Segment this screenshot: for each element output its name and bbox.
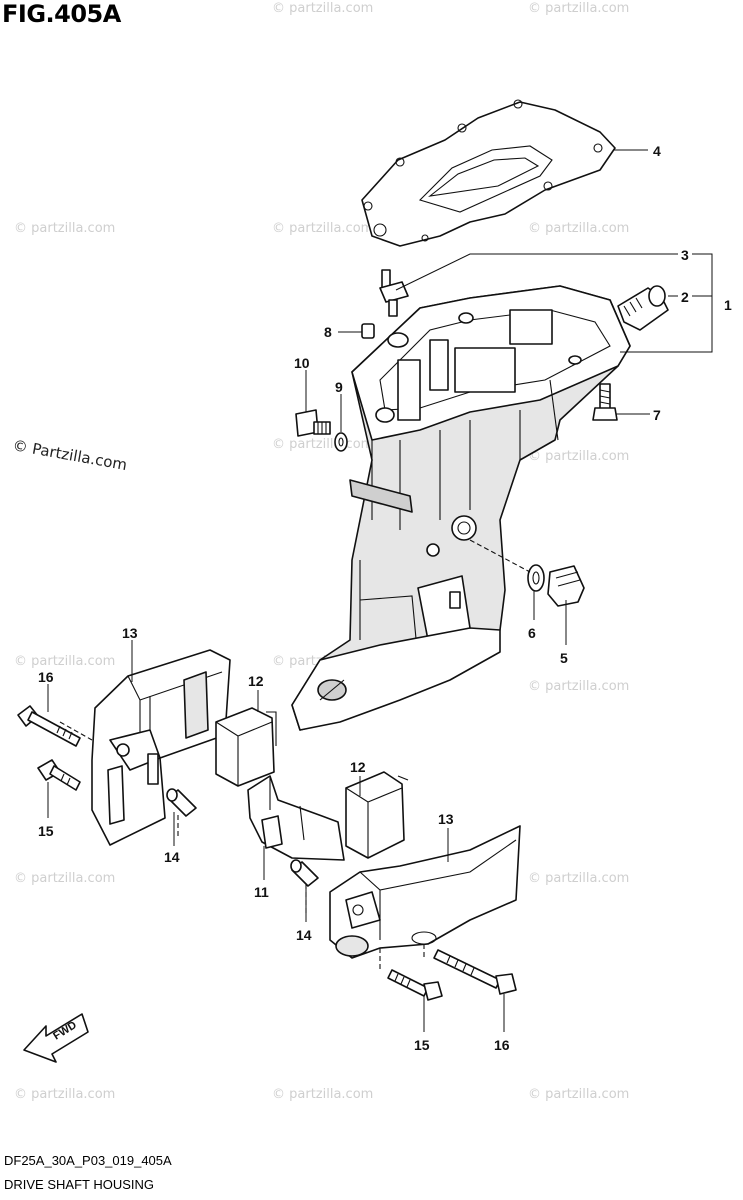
callout-6: 6 bbox=[528, 625, 536, 641]
part-3-pipe-pin bbox=[379, 269, 409, 317]
callout-4: 4 bbox=[653, 143, 661, 159]
part-14-dowel-lower bbox=[290, 859, 319, 887]
part-14-dowel-left bbox=[166, 788, 197, 817]
part-5-drain-plug bbox=[547, 565, 585, 607]
watermark: © partzilla.com bbox=[14, 871, 115, 886]
callout-16-left: 16 bbox=[38, 669, 54, 685]
watermark: © partzilla.com bbox=[14, 654, 115, 669]
part-1-drive-shaft-housing bbox=[291, 285, 631, 731]
part-16-bolt-lower bbox=[433, 949, 517, 995]
part-2-plug bbox=[617, 285, 669, 331]
watermark: © partzilla.com bbox=[528, 1087, 629, 1102]
callout-labels: 4 3 2 1 7 8 9 10 6 5 13 16 15 14 12 11 1… bbox=[38, 143, 732, 1053]
callout-1: 1 bbox=[724, 297, 732, 313]
watermark: © partzilla.com bbox=[528, 871, 629, 886]
part-7-bolt bbox=[592, 383, 618, 421]
callout-5: 5 bbox=[560, 650, 568, 666]
callout-8: 8 bbox=[324, 324, 332, 340]
callout-10: 10 bbox=[294, 355, 310, 371]
watermark: © partzilla.com bbox=[528, 679, 629, 694]
watermark: © partzilla.com bbox=[272, 221, 373, 236]
part-12-damper-lower bbox=[345, 771, 409, 859]
callout-15-lower: 15 bbox=[414, 1037, 430, 1053]
part-15-bolt-left bbox=[37, 759, 81, 791]
part-8-dowel bbox=[361, 323, 375, 339]
callout-14-left: 14 bbox=[164, 849, 180, 865]
watermark: © partzilla.com bbox=[528, 449, 629, 464]
watermark: © partzilla.com bbox=[14, 221, 115, 236]
callout-12-lower: 12 bbox=[350, 759, 366, 775]
fwd-arrow-icon: FWD bbox=[23, 1013, 89, 1063]
part-6-washer bbox=[527, 564, 545, 592]
part-13-mount-bracket-lower bbox=[329, 825, 521, 959]
callout-13-lower: 13 bbox=[438, 811, 454, 827]
watermark: © partzilla.com bbox=[528, 221, 629, 236]
callout-15-left: 15 bbox=[38, 823, 54, 839]
part-4-gasket bbox=[361, 99, 616, 247]
watermark-main: © Partzilla.com bbox=[11, 436, 128, 474]
watermark: © partzilla.com bbox=[272, 437, 373, 452]
watermark: © partzilla.com bbox=[272, 1087, 373, 1102]
callout-3: 3 bbox=[681, 247, 689, 263]
callout-2: 2 bbox=[681, 289, 689, 305]
callout-11: 11 bbox=[254, 884, 269, 900]
callout-13-left: 13 bbox=[122, 625, 138, 641]
leader-lines bbox=[47, 149, 713, 1032]
callout-7: 7 bbox=[653, 407, 661, 423]
callout-14-lower: 14 bbox=[296, 927, 312, 943]
part-11-mount-plate bbox=[247, 775, 345, 861]
watermark: © partzilla.com bbox=[272, 1, 373, 16]
part-15-bolt-lower bbox=[387, 969, 443, 1001]
drawing-code: DF25A_30A_P03_019_405A bbox=[4, 1153, 172, 1168]
part-13-mount-bracket-left bbox=[91, 649, 231, 846]
part-12-damper-upper bbox=[215, 707, 277, 787]
callout-12-upper: 12 bbox=[248, 673, 264, 689]
part-16-bolt-left bbox=[17, 705, 81, 747]
part-10-plug-screw bbox=[295, 409, 331, 437]
diagram-name: DRIVE SHAFT HOUSING bbox=[4, 1177, 155, 1192]
part-9-washer bbox=[334, 432, 348, 452]
callout-16-lower: 16 bbox=[494, 1037, 510, 1053]
watermark: © partzilla.com bbox=[14, 1087, 115, 1102]
watermark: © partzilla.com bbox=[528, 1, 629, 16]
callout-9: 9 bbox=[335, 379, 343, 395]
figure-title: FIG.405A bbox=[2, 0, 121, 28]
